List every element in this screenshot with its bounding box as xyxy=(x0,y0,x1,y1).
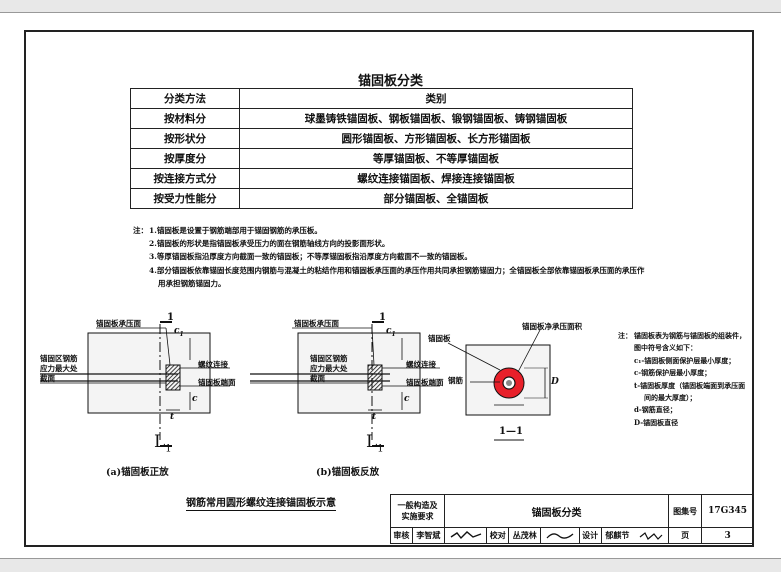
design-label: 设计 xyxy=(578,527,602,544)
checker-signature xyxy=(540,527,580,544)
table-cell: 按材料分 xyxy=(130,108,240,129)
figure-note-line: 锚固板表为钢筋与锚固板的组装件， xyxy=(634,331,746,340)
label-zone-line: 锚固区钢筋 xyxy=(40,354,78,363)
figure-note-line: d-钢筋直径； xyxy=(634,405,677,415)
caption-figure-b: (b)锚固板反放 xyxy=(316,467,380,478)
drawing-sheet xyxy=(24,30,754,547)
label-thread-a: 螺纹连接 xyxy=(198,360,228,369)
review-label: 审核 xyxy=(390,527,413,544)
figure-note-line: 间的最大厚度）； xyxy=(644,393,697,403)
category-line: 实施要求 xyxy=(401,511,434,521)
table-cell: 等厚锚固板、不等厚锚固板 xyxy=(239,148,633,169)
table-row: 按形状分 圆形锚固板、方形锚固板、长方形锚固板 xyxy=(130,128,633,149)
anchor-plate xyxy=(367,364,383,391)
title-block-atlas-label: 图集号 xyxy=(668,494,703,528)
caption-section: 1—1 xyxy=(499,426,523,437)
checker-name: 丛茂林 xyxy=(508,527,542,544)
leader-line xyxy=(371,327,375,366)
note-item: 3.等厚锚固板指沿厚度方向截面一致的锚固板；不等厚锚固板指沿厚度方向截面不一致的… xyxy=(149,252,472,262)
label-zone-line: 锚固区钢筋 xyxy=(310,354,348,363)
bottom-border xyxy=(0,558,781,572)
label-zone-b: 锚固区钢筋 应力最大处 截面 xyxy=(310,354,348,384)
table-row: 按厚度分 等厚锚固板、不等厚锚固板 xyxy=(130,148,633,169)
check-label: 校对 xyxy=(486,527,510,544)
page-title: 锚固板分类 xyxy=(357,74,423,89)
symbol-c1-a: c1 xyxy=(174,326,184,338)
title-block-category: 一般构造及 实施要求 xyxy=(389,494,446,528)
figure-main-caption: 钢筋常用圆形螺纹连接锚固板示意 xyxy=(186,494,336,511)
category-line: 一般构造及 xyxy=(397,500,438,510)
symbol-c-b: c xyxy=(404,394,410,404)
page-label: 页 xyxy=(668,527,703,544)
caption-figure-a: (a)锚固板正放 xyxy=(106,467,169,478)
figure-note: 注： 锚固板表为钢筋与锚固板的组装件， 图中符号含义如下： c₁-锚固板侧面保护… xyxy=(618,330,758,429)
concrete-block xyxy=(297,332,421,414)
label-zone-line: 应力最大处 xyxy=(310,364,348,373)
table-cell: 按厚度分 xyxy=(130,148,240,169)
label-end-face-a: 锚固板端面 xyxy=(198,378,236,387)
section-number-b-top: 1 xyxy=(379,312,386,323)
label-end-face-b: 锚固板端面 xyxy=(406,378,444,387)
title-block-row: 一般构造及 实施要求 锚固板分类 图集号 17G345 xyxy=(389,494,754,528)
table-cell: 按受力性能分 xyxy=(130,188,240,209)
reviewer-signature-mark xyxy=(450,530,481,539)
label-net-area: 锚固板净承压面积 xyxy=(522,322,582,331)
figure-note-label: 注： xyxy=(618,331,632,340)
figure-a-drawing xyxy=(40,321,230,447)
table-cell: 部分锚固板、全锚固板 xyxy=(239,188,633,209)
note-item: 4.部分锚固板依靠锚固长度范围内钢筋与混凝土的粘结作用和锚固板承压面的承压作用共… xyxy=(149,265,645,275)
leader-line xyxy=(517,329,541,373)
figure-note-line: 图中符号含义如下： xyxy=(634,343,697,353)
symbol-c-a: c xyxy=(192,394,198,404)
notes-label: 注： xyxy=(133,226,148,235)
symbol-t-a: t xyxy=(170,412,175,422)
symbol-c1-b: c1 xyxy=(386,326,396,338)
checker-signature-mark xyxy=(546,532,574,539)
table-row: 按连接方式分 螺纹连接锚固板、焊接连接锚固板 xyxy=(130,168,633,189)
label-zone-a: 锚固区钢筋 应力最大处 截面 xyxy=(40,354,78,384)
title-block: 一般构造及 实施要求 锚固板分类 图集号 17G345 审核 李智斌 校对 丛茂… xyxy=(389,494,754,544)
designer-cell: 郁麒节 xyxy=(600,527,670,544)
page-number: 3 xyxy=(701,527,754,544)
rebar-core xyxy=(506,380,512,386)
notes-block: 注： 1.锚固板是设置于钢筋端部用于锚固钢筋的承压板。 2.锚固板的形状是指锚固… xyxy=(133,224,673,290)
designer-name: 郁麒节 xyxy=(605,530,630,540)
title-block-sheet-title: 锚固板分类 xyxy=(444,494,670,528)
label-pressure-face-b: 锚固板承压面 xyxy=(294,319,339,328)
figure-note-line: t-锚固板厚度（锚固板端面到承压面 xyxy=(634,380,746,390)
table-cell: 螺纹连接锚固板、焊接连接锚固板 xyxy=(239,168,633,189)
figure-note-line: c-钢筋保护层最小厚度； xyxy=(634,368,712,378)
leader-line xyxy=(447,342,501,371)
leader-line xyxy=(165,327,171,366)
section-number-a-top: 1 xyxy=(167,312,174,323)
label-thread-b: 螺纹连接 xyxy=(406,360,436,369)
title-block-row: 审核 李智斌 校对 丛茂林 设计 郁麒节 页 3 xyxy=(390,527,754,544)
reviewer-signature xyxy=(444,527,488,544)
note-item: 2.锚固板的形状是指锚固板承受压力的面在钢筋轴线方向的投影面形状。 xyxy=(149,239,390,249)
label-zone-line: 截面 xyxy=(40,374,55,383)
section-mark-a-bottom: L1 xyxy=(154,432,172,455)
label-zone-line: 截面 xyxy=(310,374,325,383)
note-item: 1.锚固板是设置于钢筋端部用于锚固钢筋的承压板。 xyxy=(149,226,322,235)
symbol-D: D xyxy=(551,377,559,387)
anchor-plate xyxy=(165,364,181,391)
figure-note-line: c₁-锚固板侧面保护层最小厚度； xyxy=(634,355,736,365)
designer-signature-mark xyxy=(639,532,663,540)
symbol-t-b: t xyxy=(372,412,377,422)
figure-note-line: D-锚固板直径 xyxy=(634,417,679,427)
section-drawing xyxy=(447,329,551,441)
label-pressure-face-a: 锚固板承压面 xyxy=(96,319,141,328)
classification-table: 分类方法 类别 按材料分 球墨铸铁锚固板、钢板锚固板、锻钢锚固板、铸钢锚固板 按… xyxy=(130,88,633,209)
title-block-atlas-no: 17G345 xyxy=(701,494,754,528)
section-mark-b-bottom: L1 xyxy=(366,432,384,455)
label-rebar-section: 钢筋 xyxy=(448,376,463,385)
label-plate-section: 锚固板 xyxy=(428,334,451,343)
note-continuation: 用承担钢筋锚固力。 xyxy=(158,278,226,288)
label-zone-line: 应力最大处 xyxy=(40,364,78,373)
reviewer-name: 李智斌 xyxy=(411,527,446,544)
table-row: 按受力性能分 部分锚固板、全锚固板 xyxy=(130,188,633,209)
figure-b-drawing xyxy=(250,321,440,447)
top-border xyxy=(0,0,781,13)
